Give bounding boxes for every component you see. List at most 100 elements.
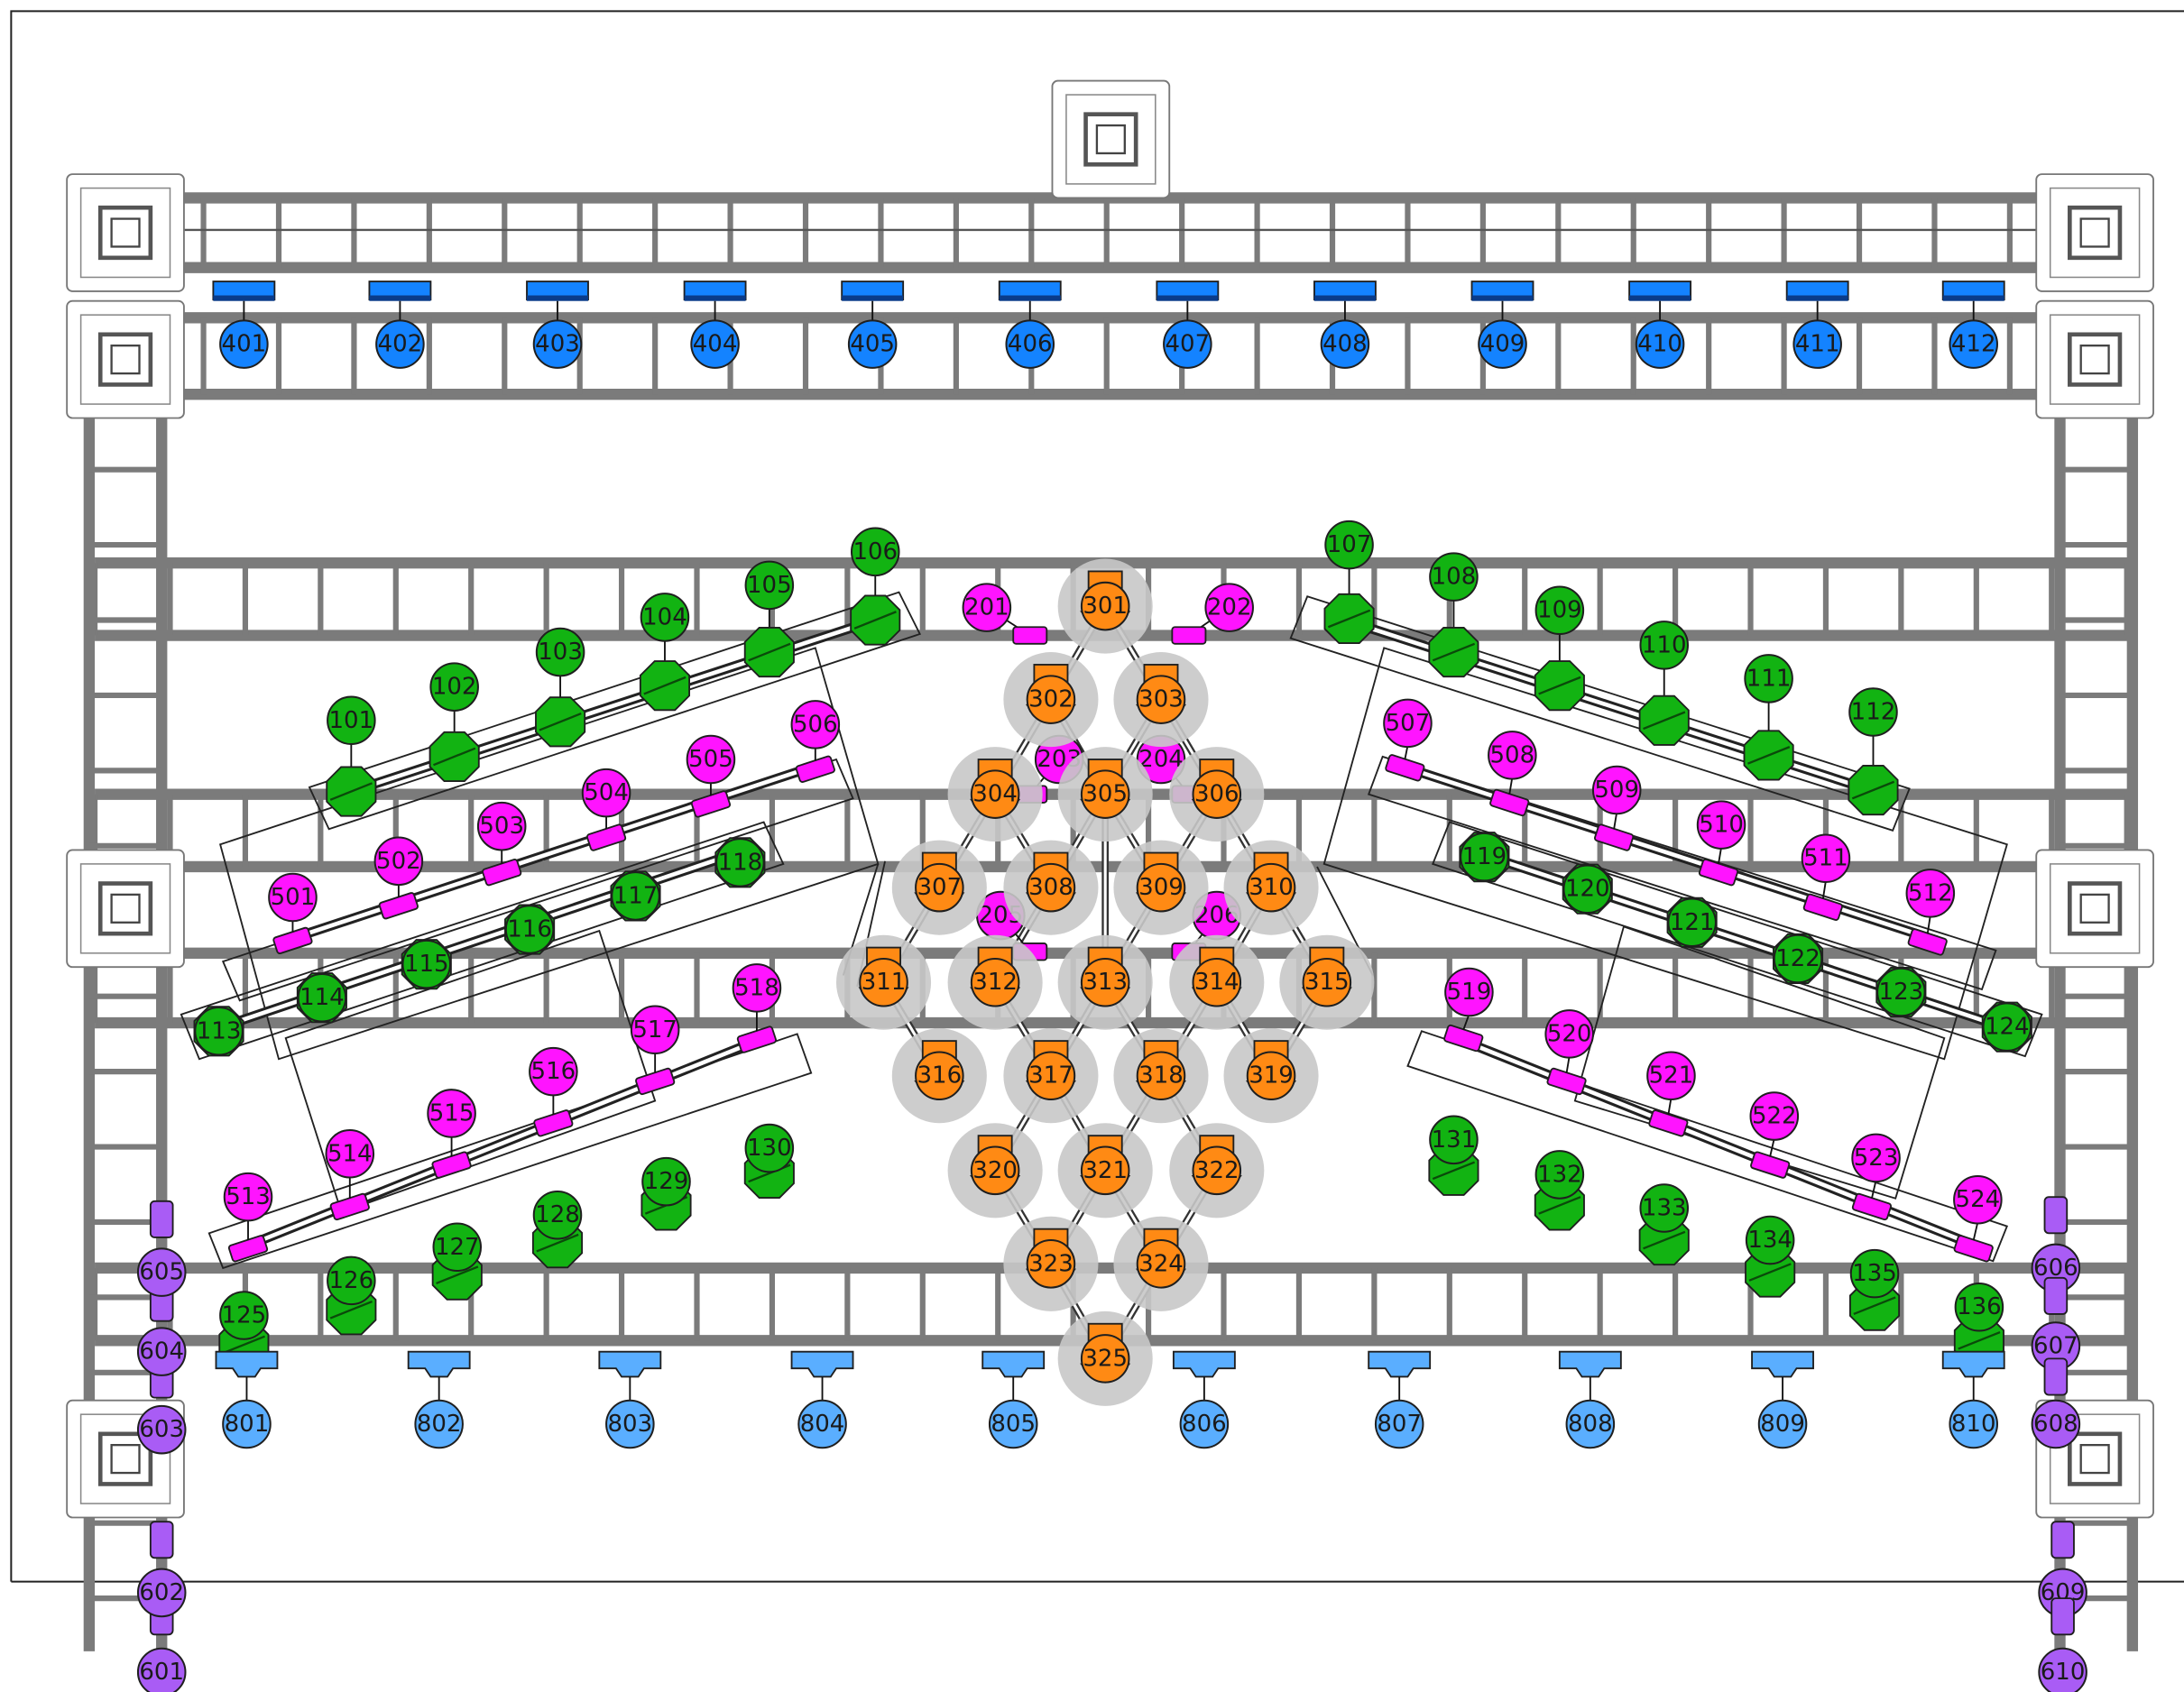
frame-pipe-101 bbox=[308, 591, 922, 831]
truss-block-8-core bbox=[110, 1444, 141, 1475]
pixel-bar-icon bbox=[1953, 1235, 1994, 1263]
fixture-113-badge bbox=[194, 1007, 244, 1056]
fixture-136-badge bbox=[1954, 1282, 2004, 1332]
fixture-801-label: 801 bbox=[225, 1411, 270, 1438]
fixture-127: 127 bbox=[431, 1222, 483, 1301]
truss-block-6-mid bbox=[79, 863, 171, 954]
fixture-316-label: 316 bbox=[917, 1062, 963, 1090]
frame-pipe-113 bbox=[180, 821, 785, 1061]
fixture-133-badge bbox=[1639, 1183, 1689, 1233]
fixture-503: 503 bbox=[476, 801, 527, 887]
batten-base bbox=[1629, 295, 1691, 301]
fixture-111-label: 111 bbox=[1746, 665, 1792, 692]
fixture-325-label: 325 bbox=[1083, 1345, 1128, 1372]
fixture-315-badge bbox=[1302, 957, 1352, 1007]
fixture-112-badge bbox=[1848, 687, 1898, 737]
fixture-312-badge bbox=[970, 957, 1020, 1007]
wash-lens-line bbox=[1538, 1196, 1581, 1215]
fixture-412-badge bbox=[1949, 319, 1998, 369]
fixture-508-label: 508 bbox=[1490, 741, 1535, 768]
footlight-icon bbox=[981, 1350, 1046, 1378]
fixture-508: 508 bbox=[1488, 731, 1537, 817]
fixture-324: 324 bbox=[1113, 1216, 1209, 1311]
fixture-521: 521 bbox=[1646, 1051, 1696, 1137]
fixture-522-label: 522 bbox=[1752, 1103, 1797, 1130]
fixture-411-badge bbox=[1792, 319, 1842, 369]
fixture-107-label: 107 bbox=[1327, 531, 1372, 558]
fixture-313-badge bbox=[1080, 957, 1130, 1007]
fixture-410: 410 bbox=[1628, 280, 1692, 369]
fixture-113-label: 113 bbox=[197, 1017, 242, 1044]
fixture-318: 318 bbox=[1113, 1028, 1209, 1124]
fixture-502-label: 502 bbox=[376, 848, 421, 875]
fixture-514-badge bbox=[325, 1128, 375, 1179]
truss-block-6-inner bbox=[97, 881, 153, 936]
fixture-325-badge bbox=[1080, 1334, 1130, 1384]
fixture-323-label: 323 bbox=[1028, 1250, 1074, 1277]
fixture-520: 520 bbox=[1544, 1009, 1594, 1096]
fixture-323: 323 bbox=[1003, 1216, 1099, 1311]
fixture-320: 320 bbox=[947, 1123, 1043, 1218]
fixture-608-badge bbox=[2031, 1399, 2081, 1449]
fixture-114-badge bbox=[297, 972, 347, 1023]
fixture-603-badge bbox=[136, 1404, 187, 1455]
fixture-307: 307 bbox=[891, 840, 987, 935]
fixture-107: 107 bbox=[1323, 520, 1375, 645]
fixture-508-badge bbox=[1488, 731, 1537, 780]
fixture-504-badge bbox=[581, 768, 631, 818]
fixture-510: 510 bbox=[1696, 800, 1746, 887]
fixture-805-label: 805 bbox=[991, 1411, 1036, 1438]
fixture-201: 201 bbox=[962, 583, 1048, 645]
fixture-303: 303 bbox=[1113, 652, 1209, 748]
fixture-130-badge bbox=[744, 1123, 795, 1173]
fixture-304-label: 304 bbox=[972, 781, 1018, 808]
fixture-501: 501 bbox=[268, 872, 318, 955]
fixture-132-badge bbox=[1534, 1150, 1585, 1200]
batten-base bbox=[1313, 295, 1376, 301]
fixture-105-badge bbox=[744, 560, 795, 611]
truss-block-5 bbox=[2035, 299, 2154, 419]
pixel-bar-icon bbox=[1907, 928, 1948, 956]
fixture-405-label: 405 bbox=[850, 331, 895, 358]
fixture-315-label: 315 bbox=[1304, 969, 1350, 996]
fixture-310-badge bbox=[1246, 862, 1296, 913]
truss-block-7 bbox=[2035, 849, 2154, 969]
fixture-301-label: 301 bbox=[1083, 593, 1128, 620]
fixture-305-badge bbox=[1080, 769, 1130, 819]
floor-uplight-icon bbox=[2043, 1276, 2069, 1315]
fixture-127-label: 127 bbox=[435, 1234, 480, 1261]
fixture-514: 514 bbox=[325, 1128, 375, 1221]
fixture-801: 801 bbox=[215, 1350, 279, 1449]
fixture-109-badge bbox=[1534, 585, 1585, 635]
fixture-604-label: 604 bbox=[139, 1338, 184, 1366]
fixture-123-badge bbox=[1876, 967, 1926, 1017]
pipe-501-506-inner bbox=[284, 761, 824, 943]
fixture-601: 601 bbox=[136, 1597, 187, 1692]
batten-base bbox=[684, 295, 746, 301]
truss-block-3-inner bbox=[2068, 205, 2123, 261]
truss-block-6 bbox=[66, 849, 185, 969]
wash-lens-line bbox=[1851, 780, 1895, 800]
fixture-317-label: 317 bbox=[1028, 1062, 1074, 1090]
fixture-803-badge bbox=[605, 1399, 655, 1449]
fixture-110-label: 110 bbox=[1642, 631, 1687, 658]
fixture-510-leader bbox=[1718, 847, 1722, 865]
fixture-134-label: 134 bbox=[1747, 1227, 1792, 1254]
truss-block-7-core bbox=[2079, 893, 2110, 924]
fixture-603-label: 603 bbox=[139, 1416, 184, 1443]
fixture-404-label: 404 bbox=[693, 331, 738, 358]
wash-lens-line bbox=[853, 611, 897, 630]
fixture-116-badge bbox=[504, 905, 555, 954]
fixture-309-label: 309 bbox=[1138, 874, 1184, 901]
fixture-507: 507 bbox=[1383, 698, 1433, 782]
fixture-120: 120 bbox=[1562, 863, 1613, 915]
truss-block-7-outer bbox=[2035, 849, 2154, 969]
truss-block-4-outer bbox=[66, 299, 185, 419]
fixture-303-label: 303 bbox=[1138, 686, 1184, 713]
fixture-506-badge bbox=[790, 700, 841, 749]
fixture-114: 114 bbox=[296, 972, 347, 1024]
fixture-522-badge bbox=[1749, 1091, 1800, 1141]
fixture-502-badge bbox=[373, 836, 424, 887]
